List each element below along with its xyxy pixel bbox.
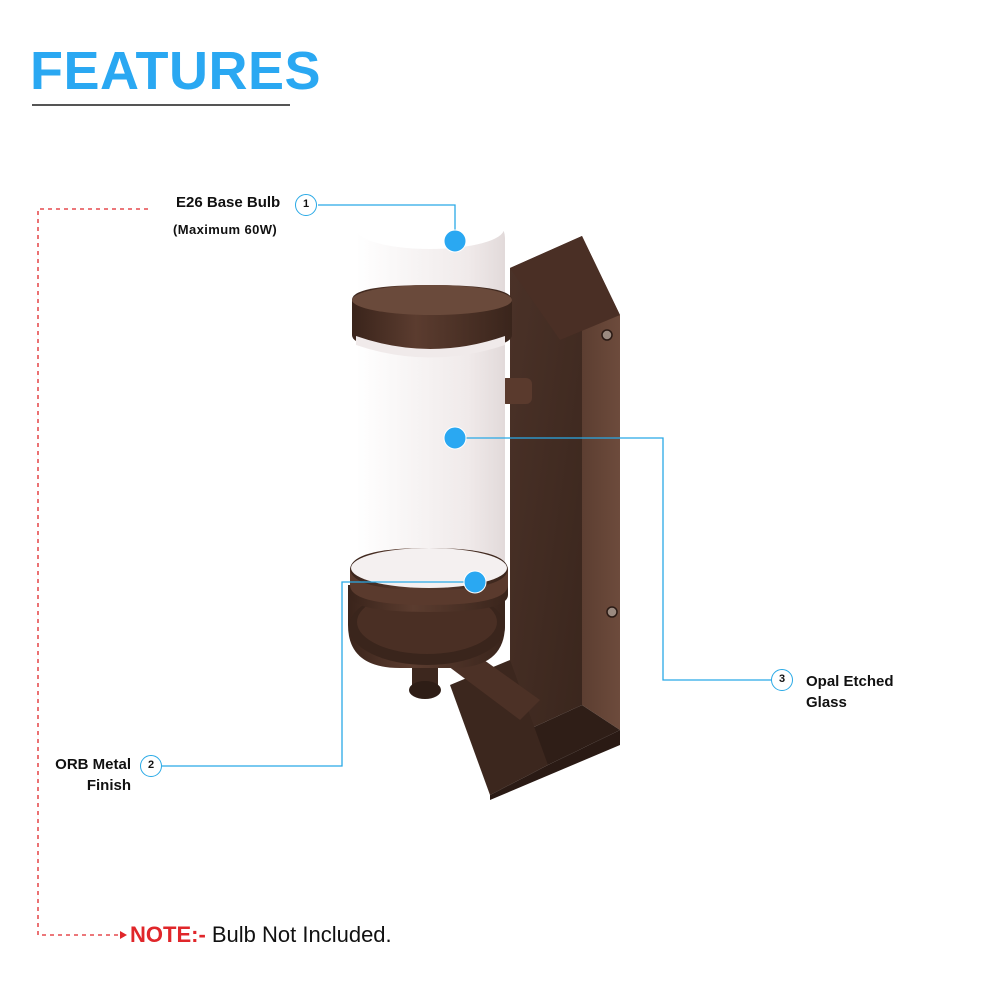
feature-3-label-line2: Glass bbox=[806, 694, 847, 711]
hotspot-2-dot bbox=[463, 570, 487, 594]
note-prefix: NOTE:- bbox=[130, 922, 206, 947]
feature-2-label-line1: ORB Metal bbox=[55, 756, 131, 773]
feature-3-label-line1: Opal Etched bbox=[806, 673, 894, 690]
note-pointer bbox=[37, 208, 148, 936]
feature-1-label: E26 Base Bulb bbox=[176, 194, 281, 211]
title-underline bbox=[32, 104, 290, 106]
note-text: Bulb Not Included. bbox=[205, 922, 392, 947]
note: NOTE:- Bulb Not Included. bbox=[130, 922, 392, 948]
hotspot-1-dot bbox=[443, 229, 467, 253]
finial bbox=[409, 681, 441, 699]
screw-icon bbox=[606, 606, 618, 618]
page-title: FEATURES bbox=[30, 41, 322, 101]
upper-arm bbox=[500, 378, 532, 404]
arrow-right-icon bbox=[120, 931, 127, 939]
feature-2-label-line2: Finish bbox=[86, 777, 131, 794]
callout-3-badge: 3 bbox=[771, 669, 793, 691]
feature-2-label: ORB Metal Finish bbox=[55, 754, 131, 796]
feature-3-label: Opal Etched Glass bbox=[806, 671, 894, 713]
hotspot-3-dot bbox=[443, 426, 467, 450]
backplate bbox=[450, 236, 620, 800]
glass-shade bbox=[356, 210, 505, 582]
callout-1-badge: 1 bbox=[295, 194, 317, 216]
callout-lines bbox=[162, 204, 771, 767]
callout-2-badge: 2 bbox=[140, 755, 162, 777]
feature-1-sublabel: (Maximum 60W) bbox=[173, 222, 278, 237]
screw-icon bbox=[601, 329, 613, 341]
lower-arm bbox=[440, 650, 540, 720]
